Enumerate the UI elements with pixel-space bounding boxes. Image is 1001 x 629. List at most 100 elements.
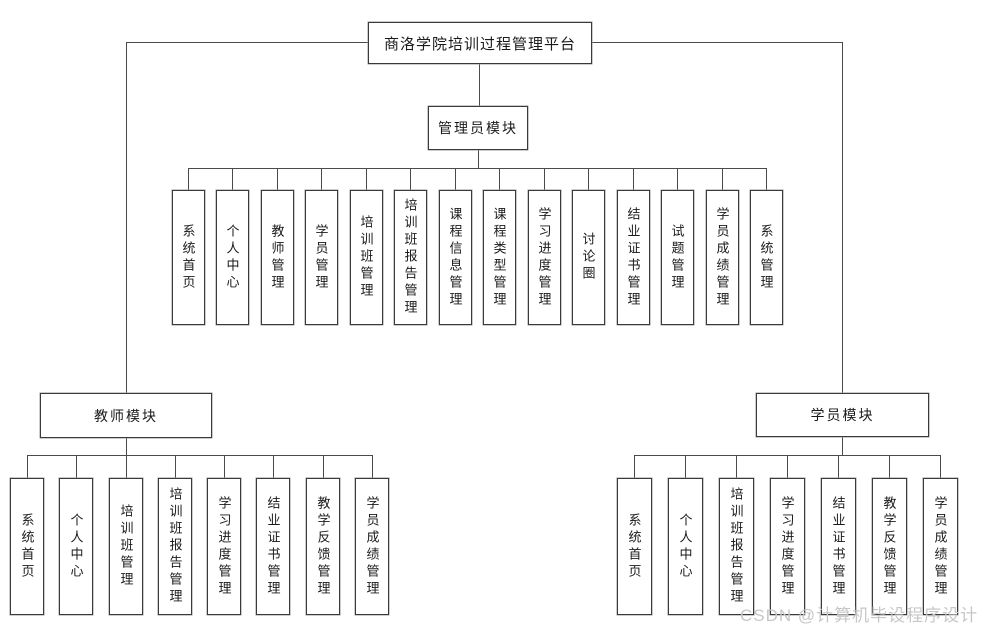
connector-line: [27, 455, 28, 478]
feature-node-student-3: 学习进度管理: [769, 478, 805, 615]
connector-line: [633, 168, 634, 190]
feature-node-label: 教学反馈管理: [881, 495, 897, 598]
connector-line: [126, 42, 368, 43]
feature-node-label: 教学反馈管理: [315, 495, 331, 598]
feature-node-student-2: 培训班报告管理: [718, 478, 754, 615]
connector-line: [76, 455, 77, 478]
feature-node-teacher-2: 培训班管理: [109, 478, 143, 615]
feature-node-admin-10: 结业证书管理: [616, 190, 650, 325]
feature-node-label: 课程类型管理: [491, 206, 507, 309]
connector-line: [126, 438, 127, 455]
feature-node-label: 教师管理: [269, 223, 285, 292]
feature-node-label: 学习进度管理: [536, 206, 552, 309]
feature-node-teacher-1: 个人中心: [59, 478, 93, 615]
feature-node-admin-8: 学习进度管理: [527, 190, 561, 325]
feature-node-label: 培训班管理: [118, 504, 134, 589]
feature-node-label: 结业证书管理: [625, 206, 641, 309]
connector-line: [722, 168, 723, 190]
feature-node-admin-0: 系统首页: [171, 190, 205, 325]
feature-node-admin-5: 培训班报告管理: [393, 190, 427, 325]
module-node-admin: 管理员模块: [428, 106, 528, 150]
connector-line: [842, 437, 843, 455]
connector-line: [224, 455, 225, 478]
feature-node-teacher-6: 教学反馈管理: [306, 478, 340, 615]
feature-node-label: 试题管理: [669, 223, 685, 292]
feature-node-label: 培训班报告管理: [728, 487, 744, 606]
connector-line: [455, 168, 456, 190]
connector-line: [323, 455, 324, 478]
connector-line: [588, 168, 589, 190]
connector-line: [126, 42, 127, 393]
feature-node-label: 结业证书管理: [830, 495, 846, 598]
connector-line: [273, 455, 274, 478]
connector-line: [685, 455, 686, 478]
feature-node-teacher-0: 系统首页: [10, 478, 44, 615]
feature-node-label: 学员成绩管理: [364, 495, 380, 598]
feature-node-student-5: 教学反馈管理: [871, 478, 907, 615]
connector-line: [27, 455, 372, 456]
connector-line: [842, 42, 843, 393]
feature-node-admin-1: 个人中心: [215, 190, 249, 325]
connector-line: [634, 455, 635, 478]
connector-line: [544, 168, 545, 190]
feature-node-label: 个人中心: [224, 223, 240, 292]
feature-node-label: 课程信息管理: [447, 206, 463, 309]
connector-line: [372, 455, 373, 478]
feature-node-label: 培训班报告管理: [167, 487, 183, 606]
connector-line: [940, 455, 941, 478]
feature-node-admin-13: 系统管理: [749, 190, 783, 325]
connector-line: [479, 64, 480, 106]
connector-line: [677, 168, 678, 190]
connector-line: [321, 168, 322, 190]
connector-line: [277, 168, 278, 190]
feature-node-label: 学习进度管理: [779, 495, 795, 598]
feature-node-student-4: 结业证书管理: [820, 478, 856, 615]
connector-line: [838, 455, 839, 478]
feature-node-label: 学员管理: [313, 223, 329, 292]
feature-node-label: 培训班报告管理: [402, 198, 418, 317]
csdn-watermark: CSDN @计算机毕设程序设计: [740, 606, 979, 625]
feature-node-label: 系统首页: [19, 512, 35, 581]
connector-line: [766, 168, 767, 190]
feature-node-label: 讨论圈: [580, 232, 596, 283]
connector-line: [499, 168, 500, 190]
feature-node-admin-6: 课程信息管理: [438, 190, 472, 325]
feature-node-student-1: 个人中心: [667, 478, 703, 615]
connector-line: [889, 455, 890, 478]
feature-node-label: 系统管理: [758, 223, 774, 292]
feature-node-admin-9: 讨论圈: [571, 190, 605, 325]
feature-node-label: 系统首页: [626, 512, 642, 581]
feature-node-admin-7: 课程类型管理: [482, 190, 516, 325]
feature-node-label: 学习进度管理: [216, 495, 232, 598]
feature-node-label: 个人中心: [677, 512, 693, 581]
feature-node-label: 系统首页: [180, 223, 196, 292]
connector-line: [232, 168, 233, 190]
feature-node-admin-4: 培训班管理: [349, 190, 383, 325]
feature-node-teacher-5: 结业证书管理: [256, 478, 290, 615]
connector-line: [366, 168, 367, 190]
connector-line: [787, 455, 788, 478]
feature-node-teacher-3: 培训班报告管理: [158, 478, 192, 615]
module-node-teacher: 教师模块: [40, 393, 212, 438]
feature-node-label: 培训班管理: [358, 215, 374, 300]
connector-line: [410, 168, 411, 190]
connector-line: [126, 455, 127, 478]
feature-node-admin-11: 试题管理: [660, 190, 694, 325]
feature-node-admin-2: 教师管理: [260, 190, 294, 325]
feature-node-admin-3: 学员管理: [304, 190, 338, 325]
connector-line: [188, 168, 189, 190]
feature-node-label: 学员成绩管理: [714, 206, 730, 309]
connector-line: [736, 455, 737, 478]
feature-node-teacher-7: 学员成绩管理: [355, 478, 389, 615]
connector-line: [175, 455, 176, 478]
module-node-student: 学员模块: [756, 393, 929, 437]
feature-node-student-0: 系统首页: [616, 478, 652, 615]
connector-line: [592, 42, 842, 43]
feature-node-admin-12: 学员成绩管理: [705, 190, 739, 325]
feature-node-student-6: 学员成绩管理: [922, 478, 958, 615]
root-node-platform: 商洛学院培训过程管理平台: [368, 22, 592, 64]
connector-line: [478, 150, 479, 168]
feature-node-label: 结业证书管理: [265, 495, 281, 598]
feature-node-teacher-4: 学习进度管理: [207, 478, 241, 615]
